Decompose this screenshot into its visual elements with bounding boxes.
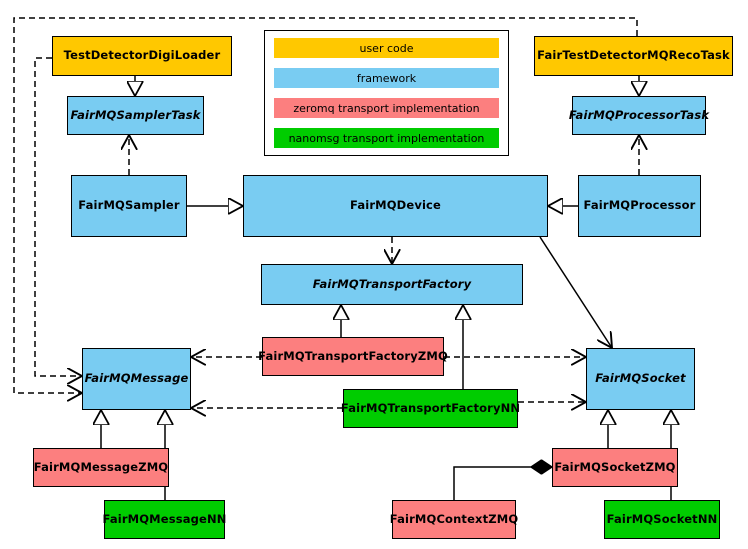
legend-item-nanomsg: nanomsg transport implementation <box>274 128 499 148</box>
node-label: FairTestDetectorMQRecoTask <box>537 48 730 63</box>
node-fairmqsocketzmq[interactable]: FairMQSocketZMQ <box>552 448 678 487</box>
legend-label: zeromq transport implementation <box>293 101 480 115</box>
node-testdetectordigiloader[interactable]: TestDetectorDigiLoader <box>52 36 232 76</box>
node-label: FairMQProcessorTask <box>568 107 710 122</box>
node-fairmqmessage[interactable]: FairMQMessage <box>82 348 191 410</box>
node-fairmqprocessortask[interactable]: FairMQProcessorTask <box>568 96 710 135</box>
legend-label: framework <box>356 71 417 85</box>
edge-recotask-message <box>13 17 638 393</box>
node-label: FairMQContextZMQ <box>389 511 519 526</box>
node-label: FairMQTransportFactoryNN <box>340 400 521 415</box>
node-fairmqsamplertask[interactable]: FairMQSamplerTask <box>67 96 204 135</box>
node-fairmqprocessor[interactable]: FairMQProcessor <box>578 175 701 237</box>
node-fairmqsocket[interactable]: FairMQSocket <box>586 348 695 410</box>
node-fairtestdetectormqrecotask[interactable]: FairTestDetectorMQRecoTask <box>534 36 733 76</box>
node-fairmqmessagenn[interactable]: FairMQMessageNN <box>102 500 227 539</box>
node-label: FairMQMessageZMQ <box>33 459 169 474</box>
edge-contextzmq-socketzmq <box>453 467 552 500</box>
node-fairmqcontextzmq[interactable]: FairMQContextZMQ <box>389 500 519 539</box>
node-label: FairMQSamplerTask <box>70 107 201 122</box>
legend-label: user code <box>359 41 414 55</box>
legend-box: user code framework zeromq transport imp… <box>264 30 509 156</box>
node-fairmqtransportfactorynn[interactable]: FairMQTransportFactoryNN <box>340 389 521 428</box>
node-fairmqmessagezmq[interactable]: FairMQMessageZMQ <box>33 448 169 487</box>
node-label: FairMQSocket <box>595 371 686 386</box>
legend-label: nanomsg transport implementation <box>288 131 485 145</box>
edge-digiloader-message <box>34 57 82 376</box>
node-label: FairMQTransportFactoryZMQ <box>258 348 448 363</box>
legend-item-framework: framework <box>274 68 499 88</box>
node-label: FairMQTransportFactory <box>312 276 472 291</box>
node-fairmqtransportfactory[interactable]: FairMQTransportFactory <box>261 264 523 305</box>
node-label: FairMQMessageNN <box>102 511 227 526</box>
node-label: FairMQSocketNN <box>606 511 718 526</box>
node-fairmqtransportfactoryzmq[interactable]: FairMQTransportFactoryZMQ <box>258 337 448 376</box>
node-label: FairMQMessage <box>84 371 189 386</box>
node-fairmqsocketnn[interactable]: FairMQSocketNN <box>604 500 720 539</box>
legend-item-user-code: user code <box>274 38 499 58</box>
edge-device-socket <box>539 236 612 348</box>
node-label: FairMQDevice <box>350 198 441 213</box>
node-label: FairMQSampler <box>78 198 180 213</box>
node-label: FairMQProcessor <box>583 198 696 213</box>
node-fairmqdevice[interactable]: FairMQDevice <box>243 175 548 237</box>
node-label: FairMQSocketZMQ <box>554 459 676 474</box>
legend-item-zeromq: zeromq transport implementation <box>274 98 499 118</box>
node-fairmqsampler[interactable]: FairMQSampler <box>71 175 187 237</box>
node-label: TestDetectorDigiLoader <box>63 48 221 63</box>
